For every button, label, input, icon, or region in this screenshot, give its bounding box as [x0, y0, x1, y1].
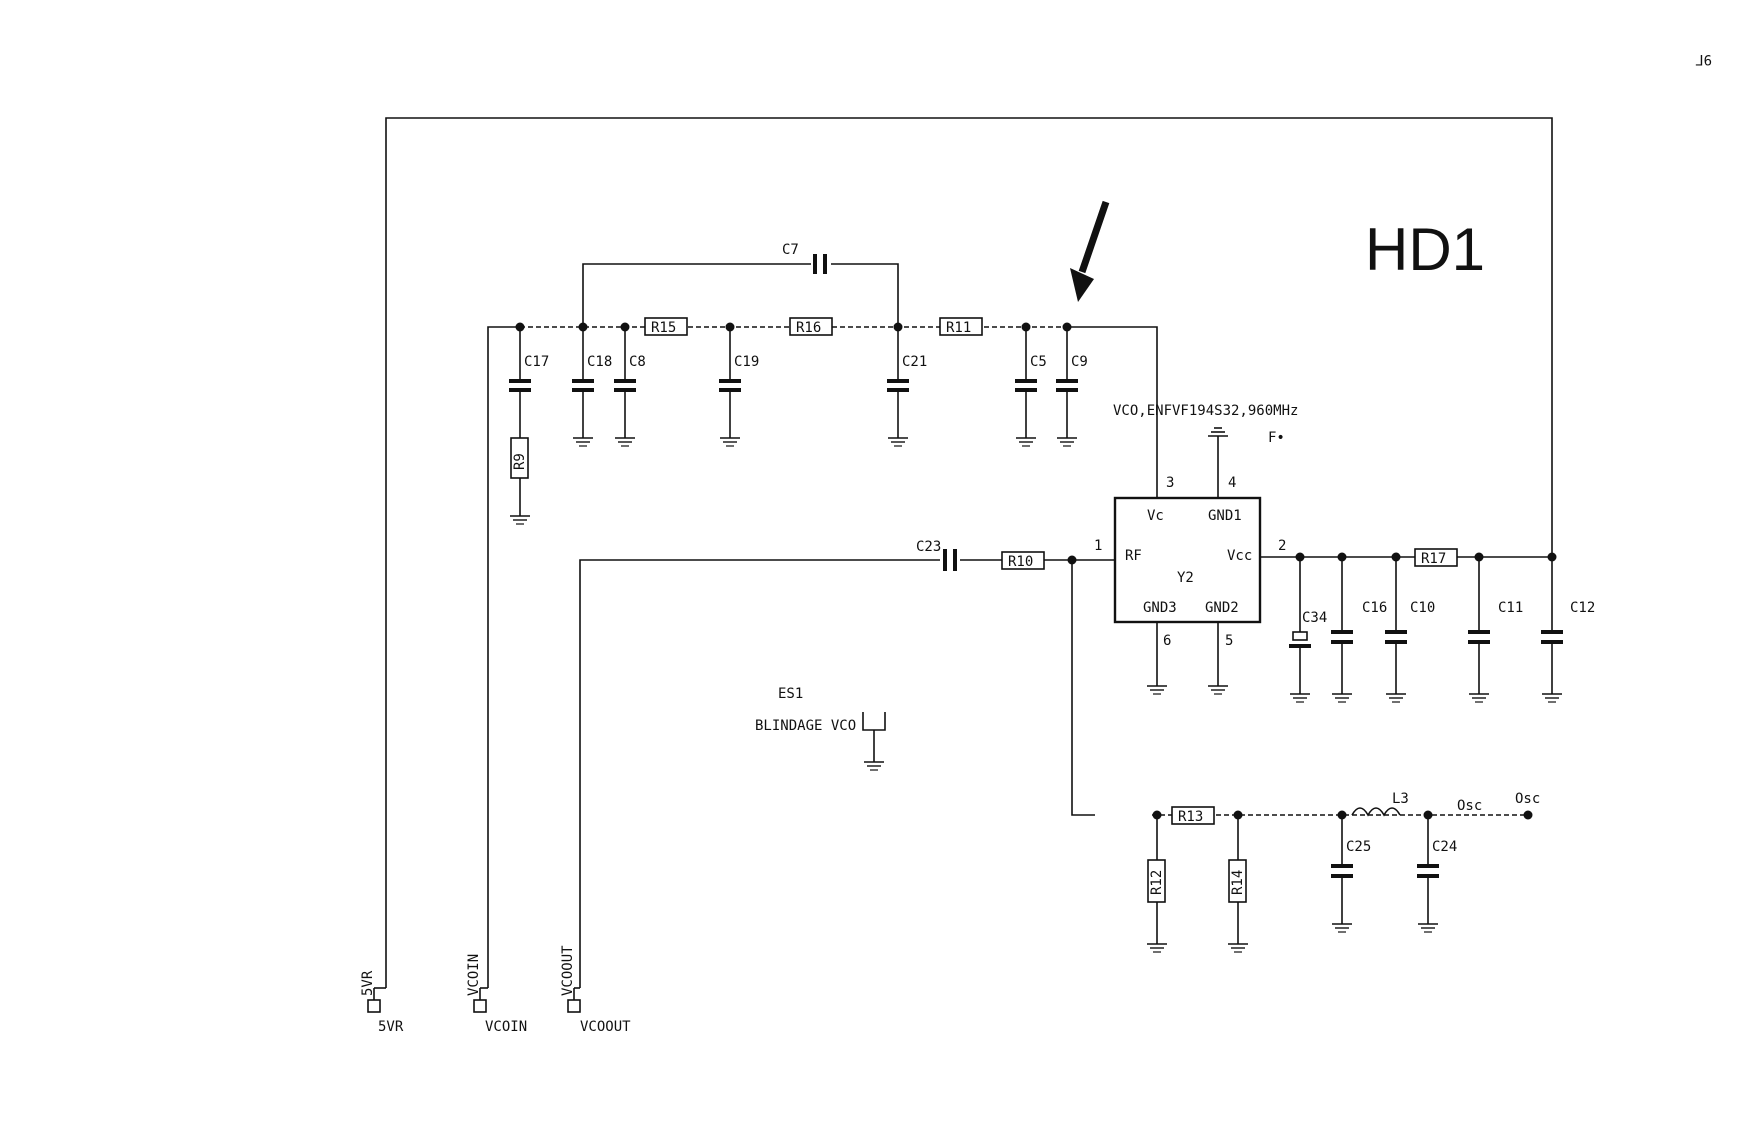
resistor-r11-label: R11 — [946, 320, 971, 336]
connector-vcoout-label: VCOOUT — [580, 1019, 631, 1035]
capacitor-c12: C12 — [1541, 557, 1595, 703]
capacitor-c25-label: C25 — [1346, 839, 1371, 855]
connector-5vr: 5VR 5VR — [360, 970, 404, 1035]
resistor-r14-label: R14 — [1230, 870, 1246, 895]
resistor-r12: R12 — [1146, 815, 1168, 953]
pin-6-gnd — [1146, 622, 1168, 695]
pointer-arrow — [1070, 200, 1110, 302]
capacitor-c19: C19 — [719, 327, 759, 447]
capacitor-c23-label: C23 — [916, 539, 941, 555]
pin-1-number: 1 — [1094, 538, 1102, 554]
capacitor-c25: C25 — [1331, 815, 1371, 933]
capacitor-c34: C34 — [1289, 557, 1327, 703]
wire-vcoin — [487, 326, 520, 988]
pin-gnd3-label: GND3 — [1143, 600, 1177, 616]
capacitor-c23: C23 — [916, 539, 957, 571]
block-title: HD1 — [1365, 216, 1485, 283]
capacitor-c8-label: C8 — [629, 354, 646, 370]
connector-vcoout: VCOOUT VCOOUT — [560, 945, 631, 1035]
sheet-mark: 9Г — [1695, 51, 1712, 67]
capacitor-c10: C10 — [1385, 557, 1435, 703]
wire-rf-tap — [1071, 560, 1095, 816]
pin-4-number: 4 — [1228, 475, 1236, 491]
capacitor-c11-label: C11 — [1498, 600, 1523, 616]
capacitor-c7-label: C7 — [782, 242, 799, 258]
capacitor-c7: C7 — [782, 242, 827, 274]
connector-vcoin-label: VCOIN — [485, 1019, 527, 1035]
inductor-l3-label: L3 — [1392, 791, 1409, 807]
capacitor-c18: C18 — [572, 327, 612, 447]
resistor-r13: R13 — [1171, 806, 1215, 825]
vco-chip-y2: Vc GND1 RF Vcc Y2 GND3 GND2 1 2 3 4 5 6 — [1094, 475, 1286, 649]
pin-vc-label: Vc — [1147, 508, 1164, 524]
wire-vc-feed — [1067, 326, 1158, 498]
vco-label: VCO,ENFVF194S32,960MHz — [1113, 403, 1298, 419]
connector-vcoin-vertical-label: VCOIN — [466, 954, 482, 996]
capacitor-c9-label: C9 — [1071, 354, 1088, 370]
pin-4-gnd — [1208, 427, 1228, 498]
resistor-r15-label: R15 — [651, 320, 676, 336]
shield-ref-label: ES1 — [778, 686, 803, 702]
pin-6-number: 6 — [1163, 633, 1171, 649]
capacitor-c17-label: C17 — [524, 354, 549, 370]
wire-5vr-loop — [385, 117, 1553, 988]
resistor-r11: R11 — [939, 317, 983, 336]
osc-label-1: Osc — [1457, 798, 1482, 814]
resistor-r15: R15 — [644, 317, 688, 336]
capacitor-c16-label: C16 — [1362, 600, 1387, 616]
resistor-r17: R17 — [1414, 548, 1458, 567]
resistor-r13-label: R13 — [1178, 809, 1203, 825]
resistor-r9: R9 — [509, 437, 531, 525]
osc-label-2: Osc — [1515, 791, 1540, 807]
capacitor-c17: C17 — [509, 327, 549, 447]
capacitor-c34-label: C34 — [1302, 610, 1327, 626]
capacitor-c5: C5 — [1015, 327, 1047, 447]
inductor-l3: L3 — [1351, 791, 1409, 817]
junction-dots-osc — [1152, 810, 1533, 820]
wire-vcoout — [579, 559, 940, 988]
capacitor-c5-label: C5 — [1030, 354, 1047, 370]
resistor-r9-label: R9 — [512, 453, 528, 470]
pin-5-gnd — [1207, 622, 1229, 695]
chip-ref-label: Y2 — [1177, 570, 1194, 586]
pin-3-number: 3 — [1166, 475, 1174, 491]
capacitor-c16: C16 — [1331, 557, 1387, 703]
capacitor-c21-label: C21 — [902, 354, 927, 370]
connector-5vr-label: 5VR — [378, 1019, 404, 1035]
capacitor-c24: C24 — [1417, 815, 1457, 933]
resistor-r17-label: R17 — [1421, 551, 1446, 567]
connector-5vr-vertical-label: 5VR — [360, 970, 376, 996]
capacitor-c10-label: C10 — [1410, 600, 1435, 616]
resistor-r10: R10 — [1001, 551, 1045, 570]
connector-vcoout-vertical-label: VCOOUT — [560, 945, 576, 996]
shield-es1: ES1 BLINDAGE VCO — [755, 686, 886, 771]
resistor-r16: R16 — [789, 317, 833, 336]
shield-label: BLINDAGE VCO — [755, 718, 856, 734]
resistor-r16-label: R16 — [796, 320, 821, 336]
pin-2-number: 2 — [1278, 538, 1286, 554]
capacitor-c19-label: C19 — [734, 354, 759, 370]
capacitor-c11: C11 — [1468, 557, 1523, 703]
capacitor-c12-label: C12 — [1570, 600, 1595, 616]
stray-mark: F• — [1268, 430, 1285, 446]
pin-gnd1-label: GND1 — [1208, 508, 1242, 524]
pin-5-number: 5 — [1225, 633, 1233, 649]
capacitor-c9: C9 — [1056, 327, 1088, 447]
capacitor-c8: C8 — [614, 327, 646, 447]
pin-gnd2-label: GND2 — [1205, 600, 1239, 616]
pin-vcc-label: Vcc — [1227, 548, 1252, 564]
wire-c7-bridge — [582, 263, 899, 327]
resistor-r12-label: R12 — [1149, 870, 1165, 895]
junction-dots-vcc — [1295, 552, 1557, 562]
capacitor-c24-label: C24 — [1432, 839, 1457, 855]
junction-dots-filter — [515, 322, 1072, 332]
capacitor-c21: C21 — [887, 327, 927, 447]
resistor-r14: R14 — [1227, 815, 1249, 953]
resistor-r10-label: R10 — [1008, 554, 1033, 570]
pin-rf-label: RF — [1125, 548, 1142, 564]
capacitor-c18-label: C18 — [587, 354, 612, 370]
connector-vcoin: VCOIN VCOIN — [466, 954, 527, 1035]
